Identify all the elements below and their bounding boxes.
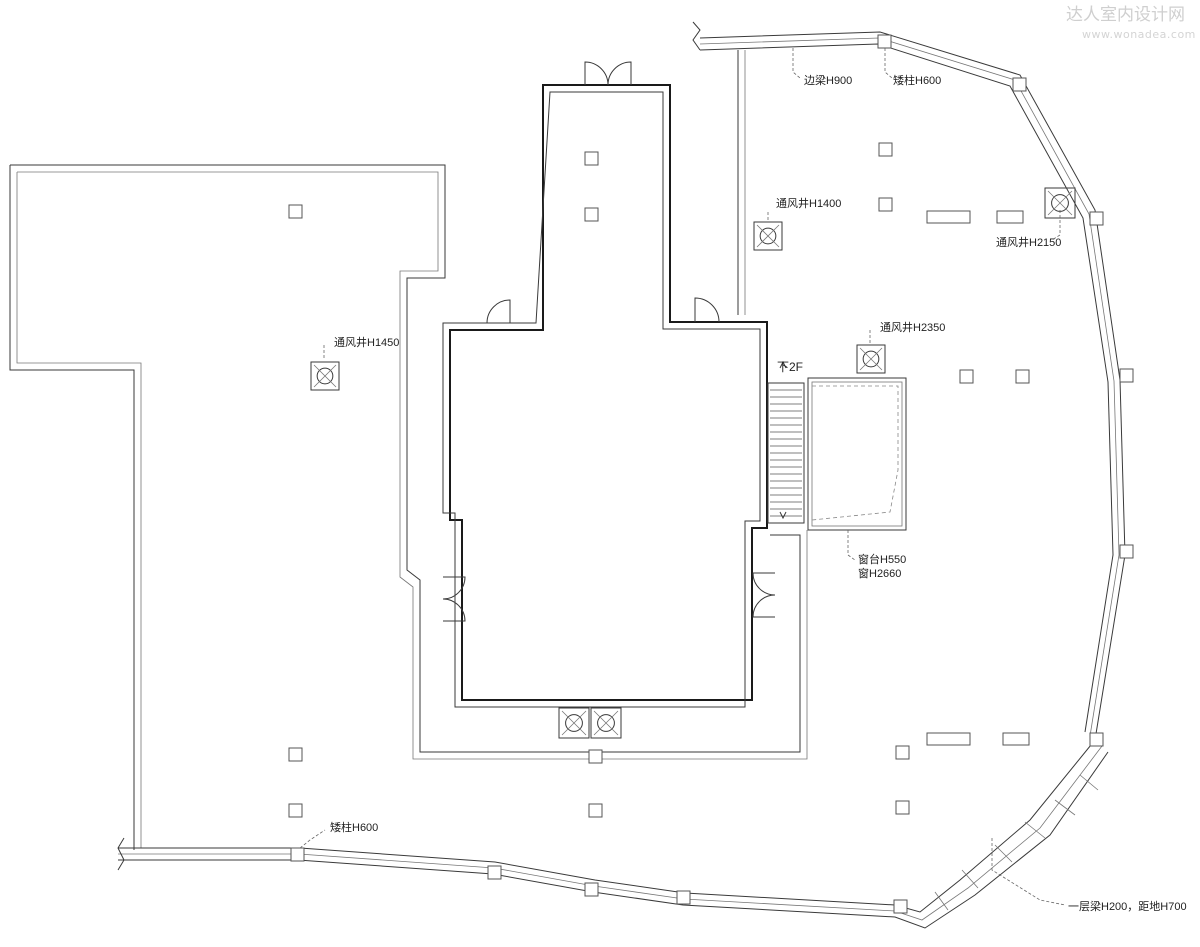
column-markers xyxy=(288,34,1134,914)
watermark-url: www.wonadea.com xyxy=(1082,28,1196,41)
column-square xyxy=(893,899,908,914)
column-square xyxy=(1119,368,1134,383)
vent-shaft-icon xyxy=(590,707,622,739)
column-square xyxy=(588,749,603,764)
leader-lines xyxy=(299,48,1066,906)
bottom-parapet xyxy=(117,739,1109,929)
label-first-floor-beam: 一层梁H200，距地H700 xyxy=(1068,899,1187,913)
doors xyxy=(442,61,776,622)
column-square xyxy=(676,890,691,905)
label-short-column-bottom: 矮柱H600 xyxy=(330,820,378,834)
stair xyxy=(767,360,907,531)
column-square xyxy=(588,803,603,818)
column-square xyxy=(584,207,599,222)
central-building xyxy=(442,84,768,708)
column-square xyxy=(288,204,303,219)
vent-shaft-icon xyxy=(558,707,590,739)
roof-openings xyxy=(926,210,1030,746)
vent-shafts xyxy=(310,187,1076,739)
column-square xyxy=(1012,77,1027,92)
label-window-sill: 窗台H550 xyxy=(858,552,906,566)
column-square xyxy=(1015,369,1030,384)
vent-shaft-icon xyxy=(310,361,340,391)
column-square xyxy=(895,800,910,815)
column-square xyxy=(878,142,893,157)
column-square xyxy=(895,745,910,760)
vent-shaft-icon xyxy=(1044,187,1076,219)
label-short-column-top: 矮柱H600 xyxy=(893,73,941,87)
column-square xyxy=(288,747,303,762)
watermark-title: 达人室内设计网 xyxy=(1066,5,1185,25)
column-square xyxy=(878,197,893,212)
column-square xyxy=(288,803,303,818)
column-square xyxy=(1119,544,1134,559)
label-stair-down: 下2F xyxy=(777,360,803,374)
label-vent-h2350: 通风井H2350 xyxy=(880,320,945,334)
lower-right-ribs xyxy=(934,774,1099,911)
column-square xyxy=(584,151,599,166)
column-square xyxy=(584,882,599,897)
label-vent-h1450: 通风井H1450 xyxy=(334,335,399,349)
label-vent-h2150: 通风井H2150 xyxy=(996,235,1061,249)
vent-shaft-icon xyxy=(753,221,783,251)
column-square xyxy=(1089,211,1104,226)
label-vent-h1400: 通风井H1400 xyxy=(776,196,841,210)
annotations: 边梁H900 矮柱H600 通风井H1400 通风井H2150 通风井H1450… xyxy=(330,73,1187,913)
label-window-height: 窗H2660 xyxy=(858,566,901,580)
left-roof-outline xyxy=(9,164,808,850)
vent-shaft-icon xyxy=(856,344,886,374)
column-square xyxy=(487,865,502,880)
right-parapet xyxy=(692,21,1126,741)
column-square xyxy=(959,369,974,384)
column-square xyxy=(877,34,892,49)
label-edge-beam: 边梁H900 xyxy=(804,73,852,87)
column-square xyxy=(1089,732,1104,747)
column-square xyxy=(290,847,305,862)
